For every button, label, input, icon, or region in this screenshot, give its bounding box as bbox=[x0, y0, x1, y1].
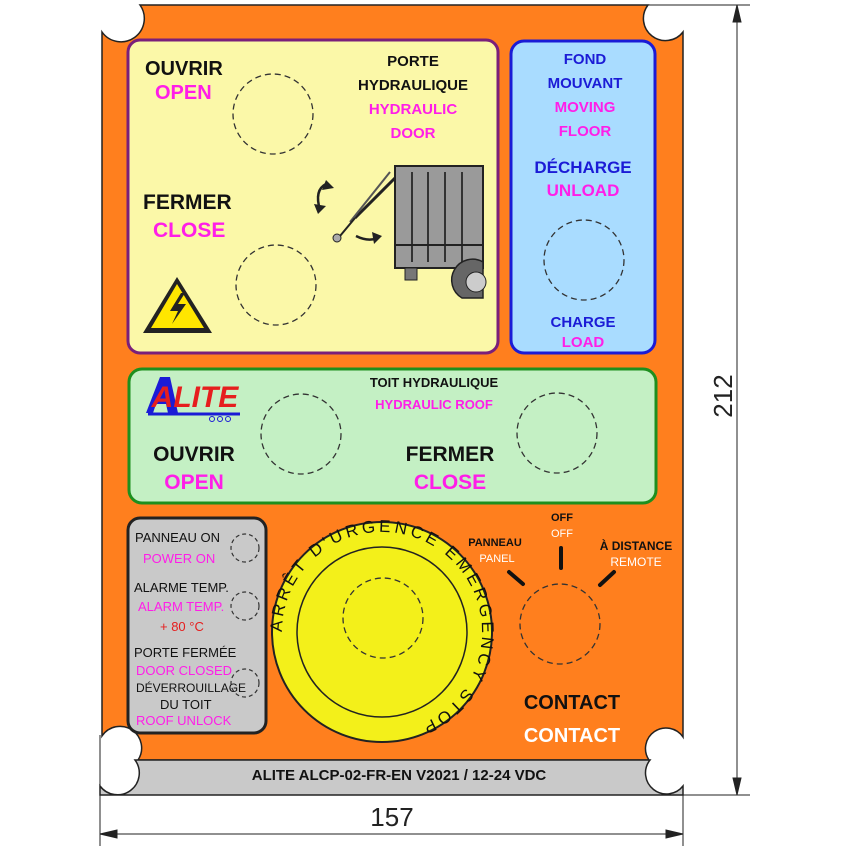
selector-position-ticks bbox=[507, 546, 616, 587]
electrical-warning-icon bbox=[143, 277, 212, 333]
door-close-button[interactable] bbox=[235, 244, 317, 326]
selector-remote-en: REMOTE bbox=[610, 555, 661, 569]
alarm-temp-en: ALARM TEMP. bbox=[138, 599, 224, 614]
floor-unload-fr: DÉCHARGE bbox=[534, 158, 631, 177]
alarm-temp-lamp bbox=[230, 591, 260, 621]
footer-strip bbox=[99, 759, 684, 796]
contact-fr: CONTACT bbox=[524, 692, 620, 714]
width-dimension-label: 157 bbox=[370, 802, 413, 832]
selector-panel-fr: PANNEAU bbox=[468, 537, 522, 549]
door-close-en: CLOSE bbox=[153, 219, 225, 242]
alarm-temp-fr: ALARME TEMP. bbox=[134, 580, 229, 595]
roof-open-en: OPEN bbox=[164, 471, 224, 494]
alite-logo: ALITE bbox=[146, 377, 240, 422]
roof-panel bbox=[127, 367, 658, 505]
roof-unlock-fr-1: DÉVERROUILLAGE bbox=[136, 680, 246, 695]
roof-unlock-en: ROOF UNLOCK bbox=[136, 713, 232, 728]
door-close-fr: FERMER bbox=[143, 191, 232, 214]
floor-selector-knob[interactable] bbox=[543, 219, 625, 301]
alarm-temp-value: + 80 °C bbox=[160, 619, 204, 634]
selector-off-fr: OFF bbox=[551, 512, 573, 524]
selector-off-en: OFF bbox=[551, 528, 573, 540]
floor-unload-en: UNLOAD bbox=[547, 181, 620, 200]
roof-open-button[interactable] bbox=[260, 393, 342, 475]
roof-close-en: CLOSE bbox=[414, 471, 486, 494]
floor-title-en-1: MOVING bbox=[555, 99, 616, 116]
floor-title-fr-2: MOUVANT bbox=[548, 75, 623, 92]
indicator-panel bbox=[126, 516, 268, 735]
footer-label: ALITE ALCP-02-FR-EN V2021 / 12-24 VDC bbox=[252, 767, 547, 784]
door-title-fr-2: HYDRAULIQUE bbox=[358, 77, 468, 94]
power-on-en: POWER ON bbox=[143, 551, 215, 566]
door-title-en-1: HYDRAULIC bbox=[369, 101, 457, 118]
floor-load-fr: CHARGE bbox=[550, 314, 615, 331]
selector-remote-fr: À DISTANCE bbox=[600, 538, 672, 553]
roof-title-fr: TOIT HYDRAULIQUE bbox=[370, 375, 499, 390]
svg-text:ALITE: ALITE bbox=[151, 381, 240, 414]
roof-close-button[interactable] bbox=[516, 392, 598, 474]
floor-title-fr-1: FOND bbox=[564, 51, 607, 68]
roof-unlock-fr-2: DU TOIT bbox=[160, 697, 212, 712]
door-closed-en: DOOR CLOSED bbox=[136, 663, 232, 678]
width-dimension bbox=[99, 735, 684, 846]
floor-title-en-2: FLOOR bbox=[559, 123, 612, 140]
door-open-button[interactable] bbox=[232, 73, 314, 155]
selector-panel-en: PANEL bbox=[479, 553, 514, 565]
emergency-stop-button[interactable] bbox=[342, 577, 424, 659]
roof-open-fr: OUVRIR bbox=[153, 443, 235, 466]
height-dimension-label: 212 bbox=[708, 374, 738, 417]
door-title-en-2: DOOR bbox=[391, 125, 436, 142]
power-on-fr: PANNEAU ON bbox=[135, 530, 220, 545]
height-dimension bbox=[648, 4, 750, 796]
trailer-door-illustration bbox=[314, 165, 487, 299]
roof-close-fr: FERMER bbox=[406, 443, 495, 466]
power-on-lamp bbox=[230, 533, 260, 563]
door-open-fr: OUVRIR bbox=[145, 58, 223, 80]
floor-load-en: LOAD bbox=[562, 334, 605, 351]
door-title-fr-1: PORTE bbox=[387, 53, 439, 70]
key-selector-switch[interactable] bbox=[519, 583, 601, 665]
door-open-en: OPEN bbox=[155, 82, 212, 104]
roof-title-en: HYDRAULIC ROOF bbox=[375, 397, 493, 412]
door-closed-fr: PORTE FERMÉE bbox=[134, 645, 237, 660]
contact-en: CONTACT bbox=[524, 725, 620, 747]
door-closed-lamp bbox=[230, 668, 260, 698]
emergency-stop: ARRÊT D'URGENCE EMERGENCY STOP bbox=[267, 517, 494, 743]
